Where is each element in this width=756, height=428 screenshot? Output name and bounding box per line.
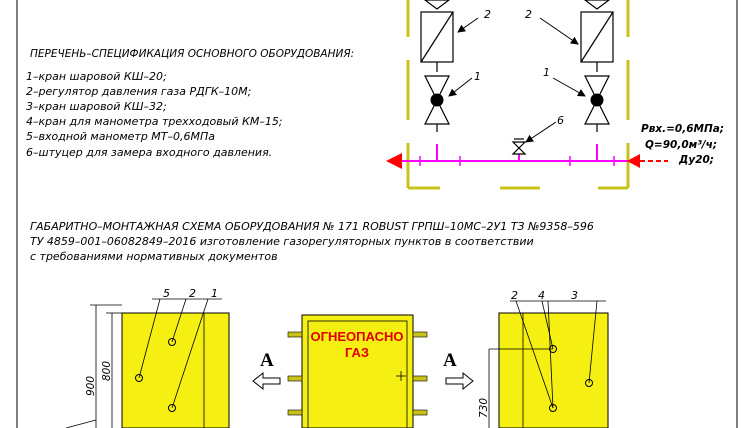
warning-label-line2: ГАЗ [345,345,369,360]
specification-list: ПЕРЕЧЕНЬ–СПЕЦИФИКАЦИЯ ОСНОВНОГО ОБОРУДОВ… [26,48,354,159]
dim-height-800: 800 [101,361,113,381]
description-block: ГАБАРИТНО–МОНТАЖНАЯ СХЕМА ОБОРУДОВАНИЯ №… [30,220,594,263]
regulator-point [168,338,176,346]
callout-fitting: 6 [557,114,564,127]
outlet-flow-arrow [386,153,402,169]
right-side-view: 2 4 3 730 [478,289,609,428]
inlet-parameters: Рвх.=0,6МПа; Q=90,0м³/ч; Ду20; [641,123,724,166]
manometer-point [135,374,143,382]
spec-title: ПЕРЕЧЕНЬ–СПЕЦИФИКАЦИЯ ОСНОВНОГО ОБОРУДОВ… [30,48,354,60]
dim-height-900: 900 [85,376,97,396]
right-regulator [580,0,614,72]
piping-schematic: 2 2 1 1 6 Рвх.=0,6МПа; Q=90,0м³/ч; Ду20; [386,0,724,190]
svg-text:Рвх.=0,6МПа;: Рвх.=0,6МПа; [641,123,724,135]
callout-valve-right: 1 [543,66,550,79]
view-arrow-left: А [252,350,281,391]
callout-manometer: 5 [163,287,170,300]
spec-item: 5–входной манометр МТ–0,6МПа [26,130,215,143]
view-label-a-right: А [443,350,457,371]
callout-regulator-left: 2 [484,8,491,21]
left-side-view: 5 2 1 900 800 [65,287,230,428]
spec-item: 1–кран шаровой КШ–20; [26,70,167,83]
description-line: ТУ 4859–001–06082849–2016 изготовление г… [30,235,534,248]
svg-text:Ду20;: Ду20; [678,154,714,166]
valve-point [168,404,176,412]
callout-regulator-right-view: 2 [511,289,518,302]
warning-label-line1: ОГНЕОПАСНО [311,329,404,344]
view-label-a-left: А [260,350,274,371]
description-title: ГАБАРИТНО–МОНТАЖНАЯ СХЕМА ОБОРУДОВАНИЯ №… [30,220,594,233]
dim-height-730: 730 [478,398,490,418]
spec-item: 2–регулятор давления газа РДГК–10М; [26,85,251,98]
callout-regulator: 2 [189,287,196,300]
dimension-lines [65,304,122,428]
cabinet-outline [406,0,630,190]
spec-item: 6–штуцер для замера входного давления. [26,146,272,159]
callout-valve-left: 1 [474,70,481,83]
callout-gauge-valve: 4 [538,289,545,302]
right-ball-valve [584,75,610,132]
inlet-flow-arrow [627,154,668,168]
pressure-test-fitting [511,138,527,155]
spec-item: 4–кран для манометра трехходовый КМ–15; [26,115,283,128]
description-line: с требованиями нормативных документов [30,250,278,263]
svg-text:Q=90,0м³/ч;: Q=90,0м³/ч; [645,139,717,151]
spec-item: 3–кран шаровой КШ–32; [26,100,167,113]
mounting-brackets [287,331,428,416]
left-ball-valve [424,75,450,132]
callout-valve: 1 [211,287,218,300]
view-arrow-right: А [443,350,474,391]
callout-regulator-right: 2 [525,8,532,21]
left-regulator [420,0,454,72]
callout-ball-valve: 3 [571,289,578,302]
front-view: ОГНЕОПАСНО ГАЗ [287,314,428,428]
